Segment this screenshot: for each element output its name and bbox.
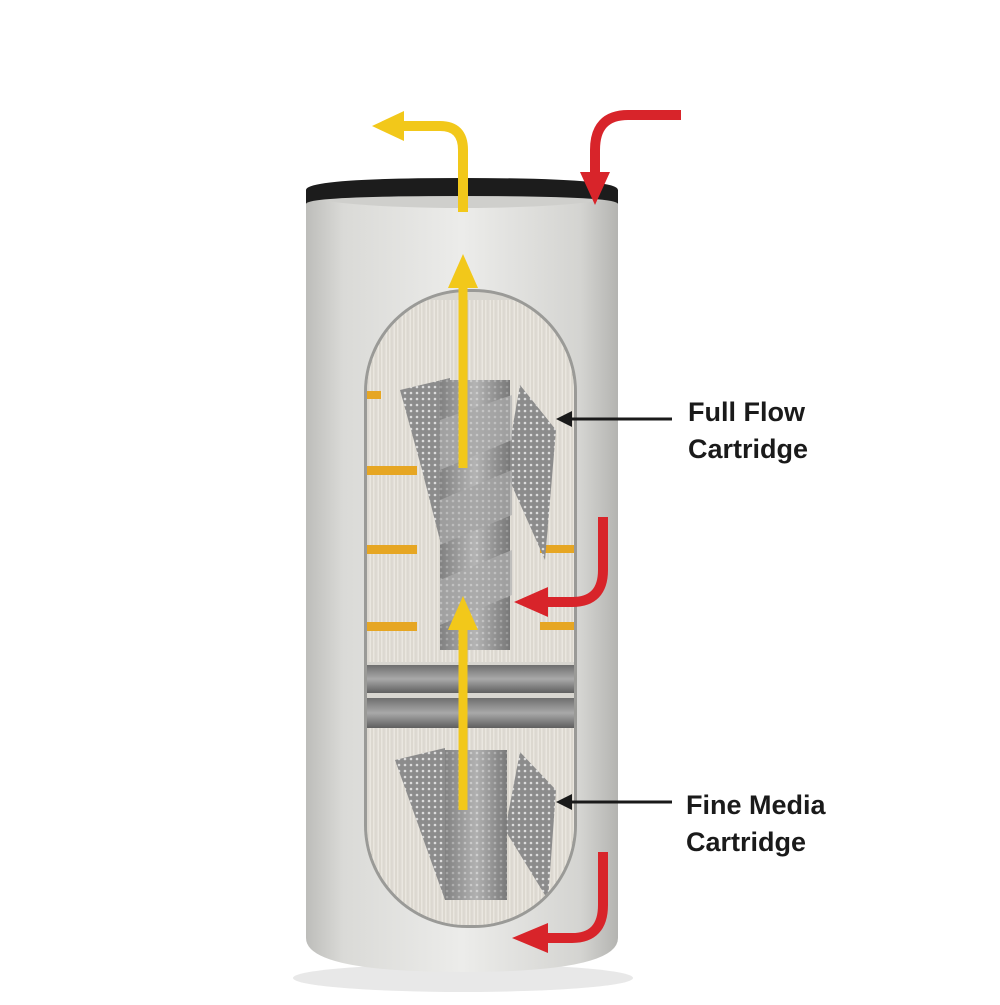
red-arrowhead: [514, 587, 548, 617]
ground-shadow: [293, 964, 633, 992]
inlet-flow-arrows: [512, 110, 681, 953]
media-bands: [367, 391, 574, 631]
red-curved-arrow-icon: [590, 110, 681, 175]
spiral-core: [400, 378, 556, 650]
full-flow-callout-arrowhead: [556, 411, 572, 427]
red-curved-arrow-icon: [548, 852, 608, 943]
callout-lines: [556, 411, 672, 810]
full-flow-label-line1: Full Flow: [688, 397, 805, 427]
separator-plates: [367, 665, 574, 728]
yellow-up-arrow-icon: [402, 121, 468, 212]
full-flow-cartridge-label: Full Flow Cartridge: [688, 394, 808, 468]
red-arrowhead: [580, 172, 610, 205]
red-curved-arrow-icon: [548, 517, 608, 607]
red-arrowhead: [512, 923, 548, 953]
fine-media-label-line1: Fine Media: [686, 790, 826, 820]
yellow-arrowhead: [372, 111, 404, 141]
yellow-arrowhead: [448, 254, 478, 288]
fine-media-cartridge-label: Fine Media Cartridge: [686, 787, 826, 861]
yellow-arrowhead: [448, 596, 478, 630]
outlet-flow-arrows: [372, 111, 478, 810]
fine-media-label-line2: Cartridge: [686, 827, 807, 857]
fine-media-cartridge: [367, 728, 574, 925]
fine-media-callout-arrowhead: [556, 794, 572, 810]
full-flow-label-line2: Cartridge: [688, 434, 809, 464]
